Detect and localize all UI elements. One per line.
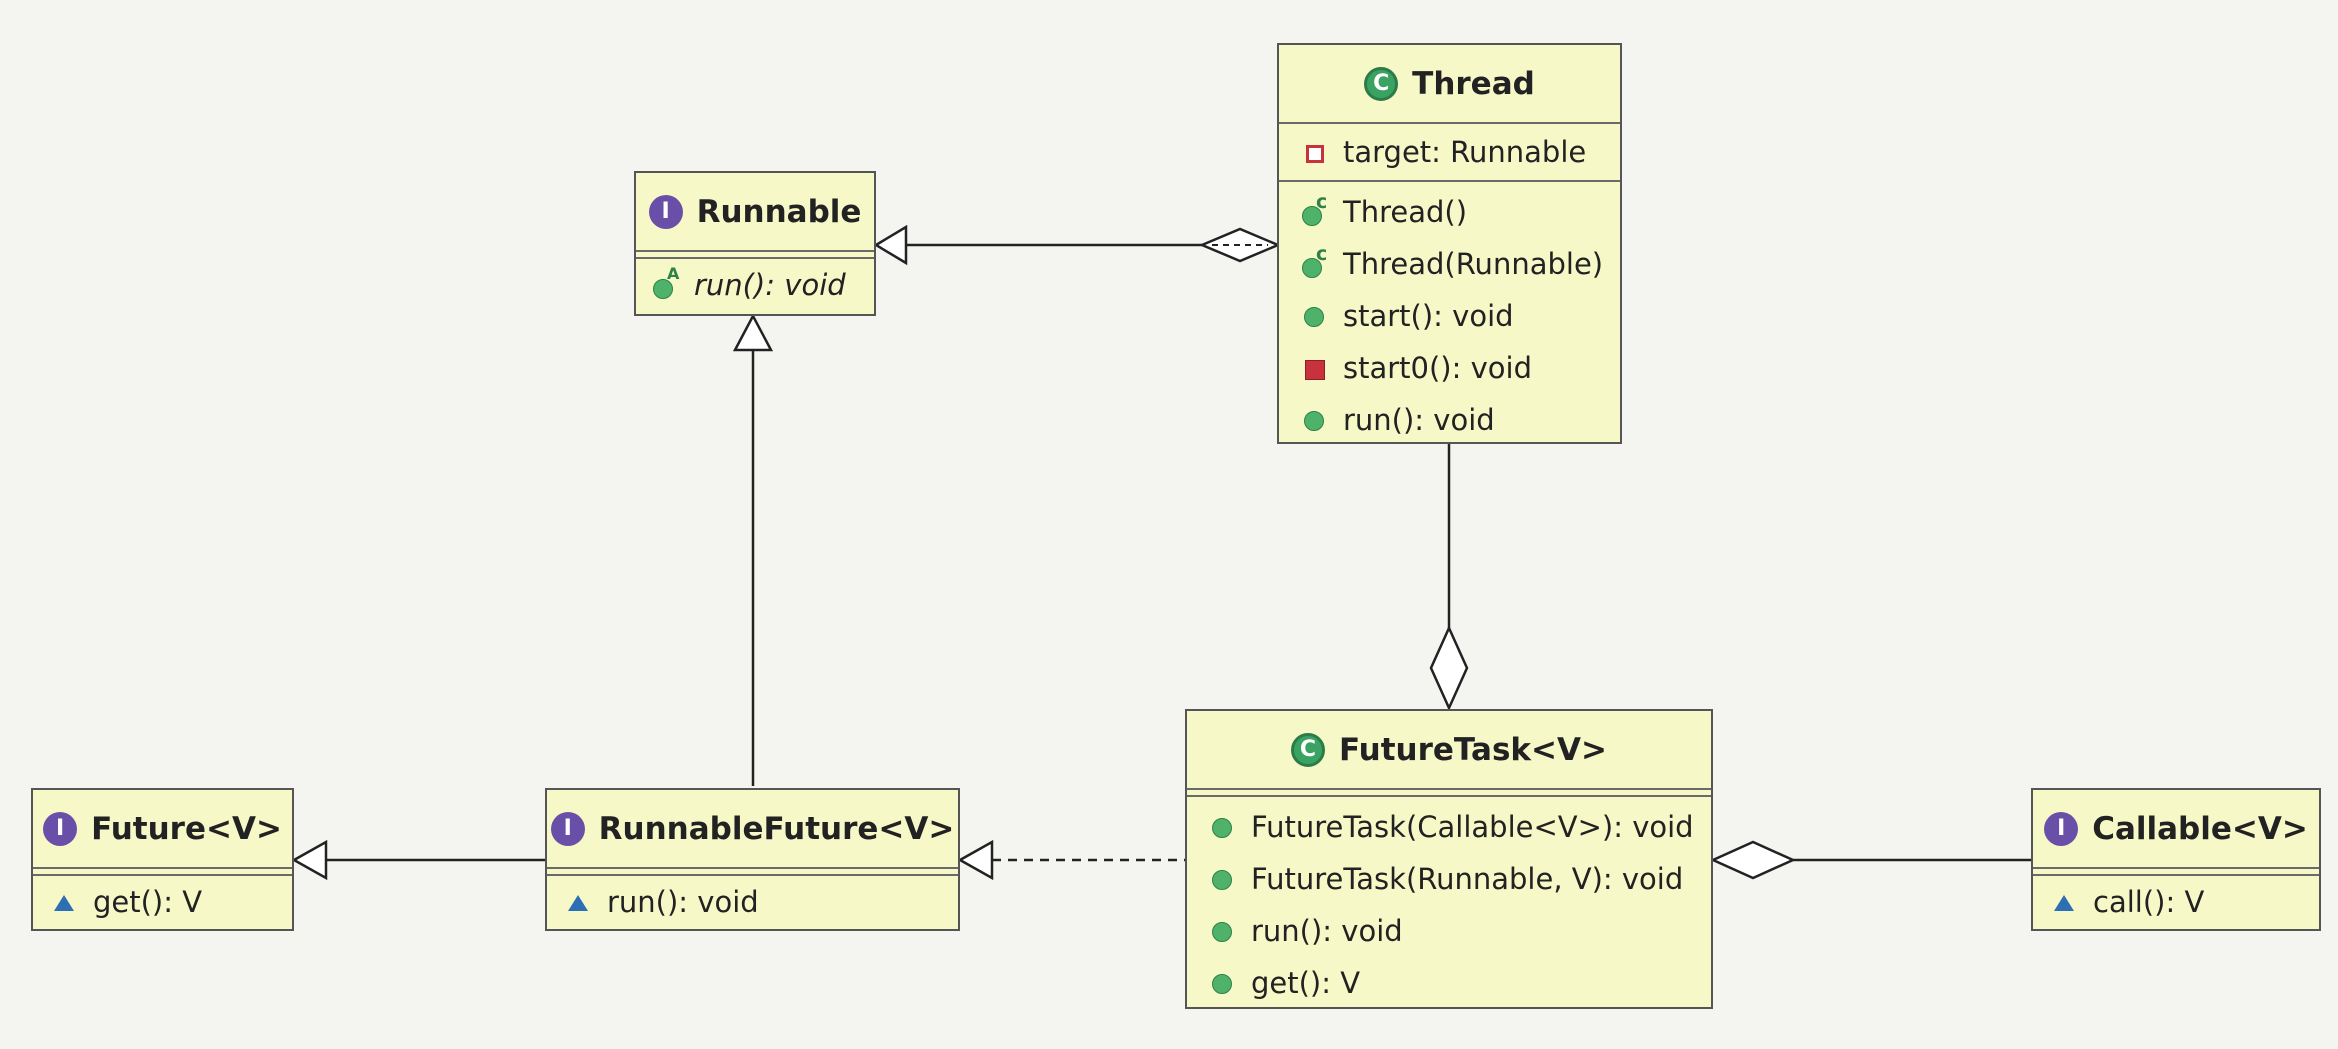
class-header: I Runnable — [636, 173, 874, 252]
methods-section: call(): V — [2033, 876, 2319, 928]
interface-runnable[interactable]: I Runnable run(): void — [634, 171, 876, 316]
abstract-method-icon — [650, 264, 680, 300]
method-row[interactable]: start(): void — [1279, 290, 1620, 342]
class-icon: C — [1291, 732, 1325, 767]
public-method-icon — [1207, 812, 1237, 842]
interface-icon: I — [648, 194, 683, 229]
interface-runnablefuture[interactable]: I RunnableFuture<V> run(): void — [545, 788, 960, 931]
public-method-icon — [1299, 405, 1329, 435]
package-method-icon — [2049, 887, 2079, 917]
method-row[interactable]: call(): V — [2033, 876, 2319, 928]
interface-future[interactable]: I Future<V> get(): V — [31, 788, 294, 931]
private-method-icon — [1299, 353, 1329, 383]
class-name: Runnable — [696, 193, 862, 230]
private-field-icon — [1299, 137, 1329, 167]
method-row[interactable]: run(): void — [1187, 905, 1711, 957]
class-name: FutureTask<V> — [1339, 731, 1607, 768]
public-method-icon — [1207, 916, 1237, 946]
method-row[interactable]: Thread(Runnable) — [1279, 238, 1620, 290]
class-header: C FutureTask<V> — [1187, 711, 1711, 790]
interface-callable[interactable]: I Callable<V> call(): V — [2031, 788, 2321, 931]
package-method-icon — [563, 887, 593, 917]
package-method-icon — [49, 887, 79, 917]
class-icon: C — [1364, 66, 1399, 101]
constructor-icon — [1299, 243, 1329, 279]
class-name: RunnableFuture<V> — [598, 810, 955, 847]
class-header: I Future<V> — [33, 790, 292, 869]
edge-callable-futuretask-diamond — [1709, 840, 1797, 880]
method-row[interactable]: Thread() — [1279, 186, 1620, 238]
class-futuretask[interactable]: C FutureTask<V> FutureTask(Callable<V>):… — [1185, 709, 1713, 1009]
method-row[interactable]: run(): void — [547, 876, 958, 928]
edge-futuretask-thread-diamond — [1429, 624, 1469, 712]
public-method-icon — [1299, 301, 1329, 331]
interface-icon: I — [2044, 811, 2079, 846]
methods-section: Thread() Thread(Runnable) start(): void … — [1279, 182, 1620, 446]
method-row[interactable]: get(): V — [33, 876, 292, 928]
class-thread[interactable]: C Thread target: Runnable Thread() Threa… — [1277, 43, 1622, 444]
methods-section: run(): void — [636, 259, 874, 311]
methods-section: get(): V — [33, 876, 292, 928]
class-name: Thread — [1412, 65, 1535, 102]
edge-futuretask-runnablefuture-arrowhead — [957, 839, 994, 881]
method-row[interactable]: get(): V — [1187, 957, 1711, 1009]
method-row[interactable]: start0(): void — [1279, 342, 1620, 394]
fields-section: target: Runnable — [1279, 124, 1620, 182]
methods-section: run(): void — [547, 876, 958, 928]
method-row[interactable]: run(): void — [1279, 394, 1620, 446]
class-header: I Callable<V> — [2033, 790, 2319, 869]
class-header: I RunnableFuture<V> — [547, 790, 958, 869]
edge-runnablefuture-runnable-arrowhead — [732, 313, 774, 352]
edge-thread-runnable-arrowhead — [873, 224, 908, 266]
public-method-icon — [1207, 968, 1237, 998]
method-row[interactable]: FutureTask(Callable<V>): void — [1187, 801, 1711, 853]
methods-section: FutureTask(Callable<V>): void FutureTask… — [1187, 797, 1711, 1009]
class-name: Callable<V> — [2092, 810, 2308, 847]
public-method-icon — [1207, 864, 1237, 894]
method-row[interactable]: run(): void — [636, 259, 874, 311]
class-header: C Thread — [1279, 45, 1620, 124]
class-name: Future<V> — [91, 810, 282, 847]
interface-icon: I — [43, 811, 78, 846]
interface-icon: I — [550, 811, 585, 846]
edge-runnablefuture-future-arrowhead — [291, 839, 328, 881]
method-row[interactable]: FutureTask(Runnable, V): void — [1187, 853, 1711, 905]
constructor-icon — [1299, 191, 1329, 227]
field-row[interactable]: target: Runnable — [1279, 126, 1620, 178]
